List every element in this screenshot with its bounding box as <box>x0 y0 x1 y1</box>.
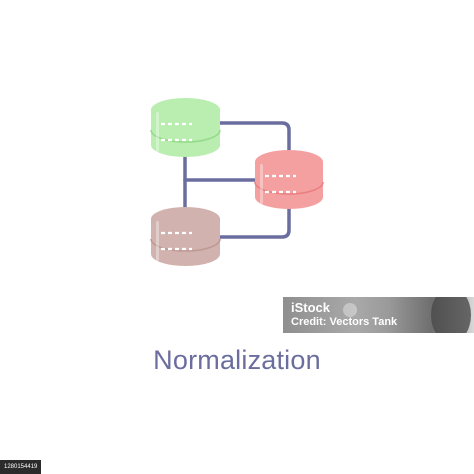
watermark-brand: iStock <box>291 300 331 315</box>
watermark-credit: Credit: Vectors Tank <box>291 316 398 328</box>
watermark-blob <box>343 303 357 317</box>
database-red-icon <box>254 150 324 209</box>
connector-lines <box>183 121 291 239</box>
connector-top-to-red <box>218 121 291 152</box>
database-green-icon <box>150 98 221 157</box>
caption-title: Normalization <box>153 345 321 375</box>
database-brown-icon <box>150 207 221 266</box>
image-id-label: 1280154419 <box>0 460 42 474</box>
connector-bottom-to-red <box>218 206 291 239</box>
watermark-blob <box>431 297 471 333</box>
istock-watermark: iStock Credit: Vectors Tank <box>283 297 474 333</box>
